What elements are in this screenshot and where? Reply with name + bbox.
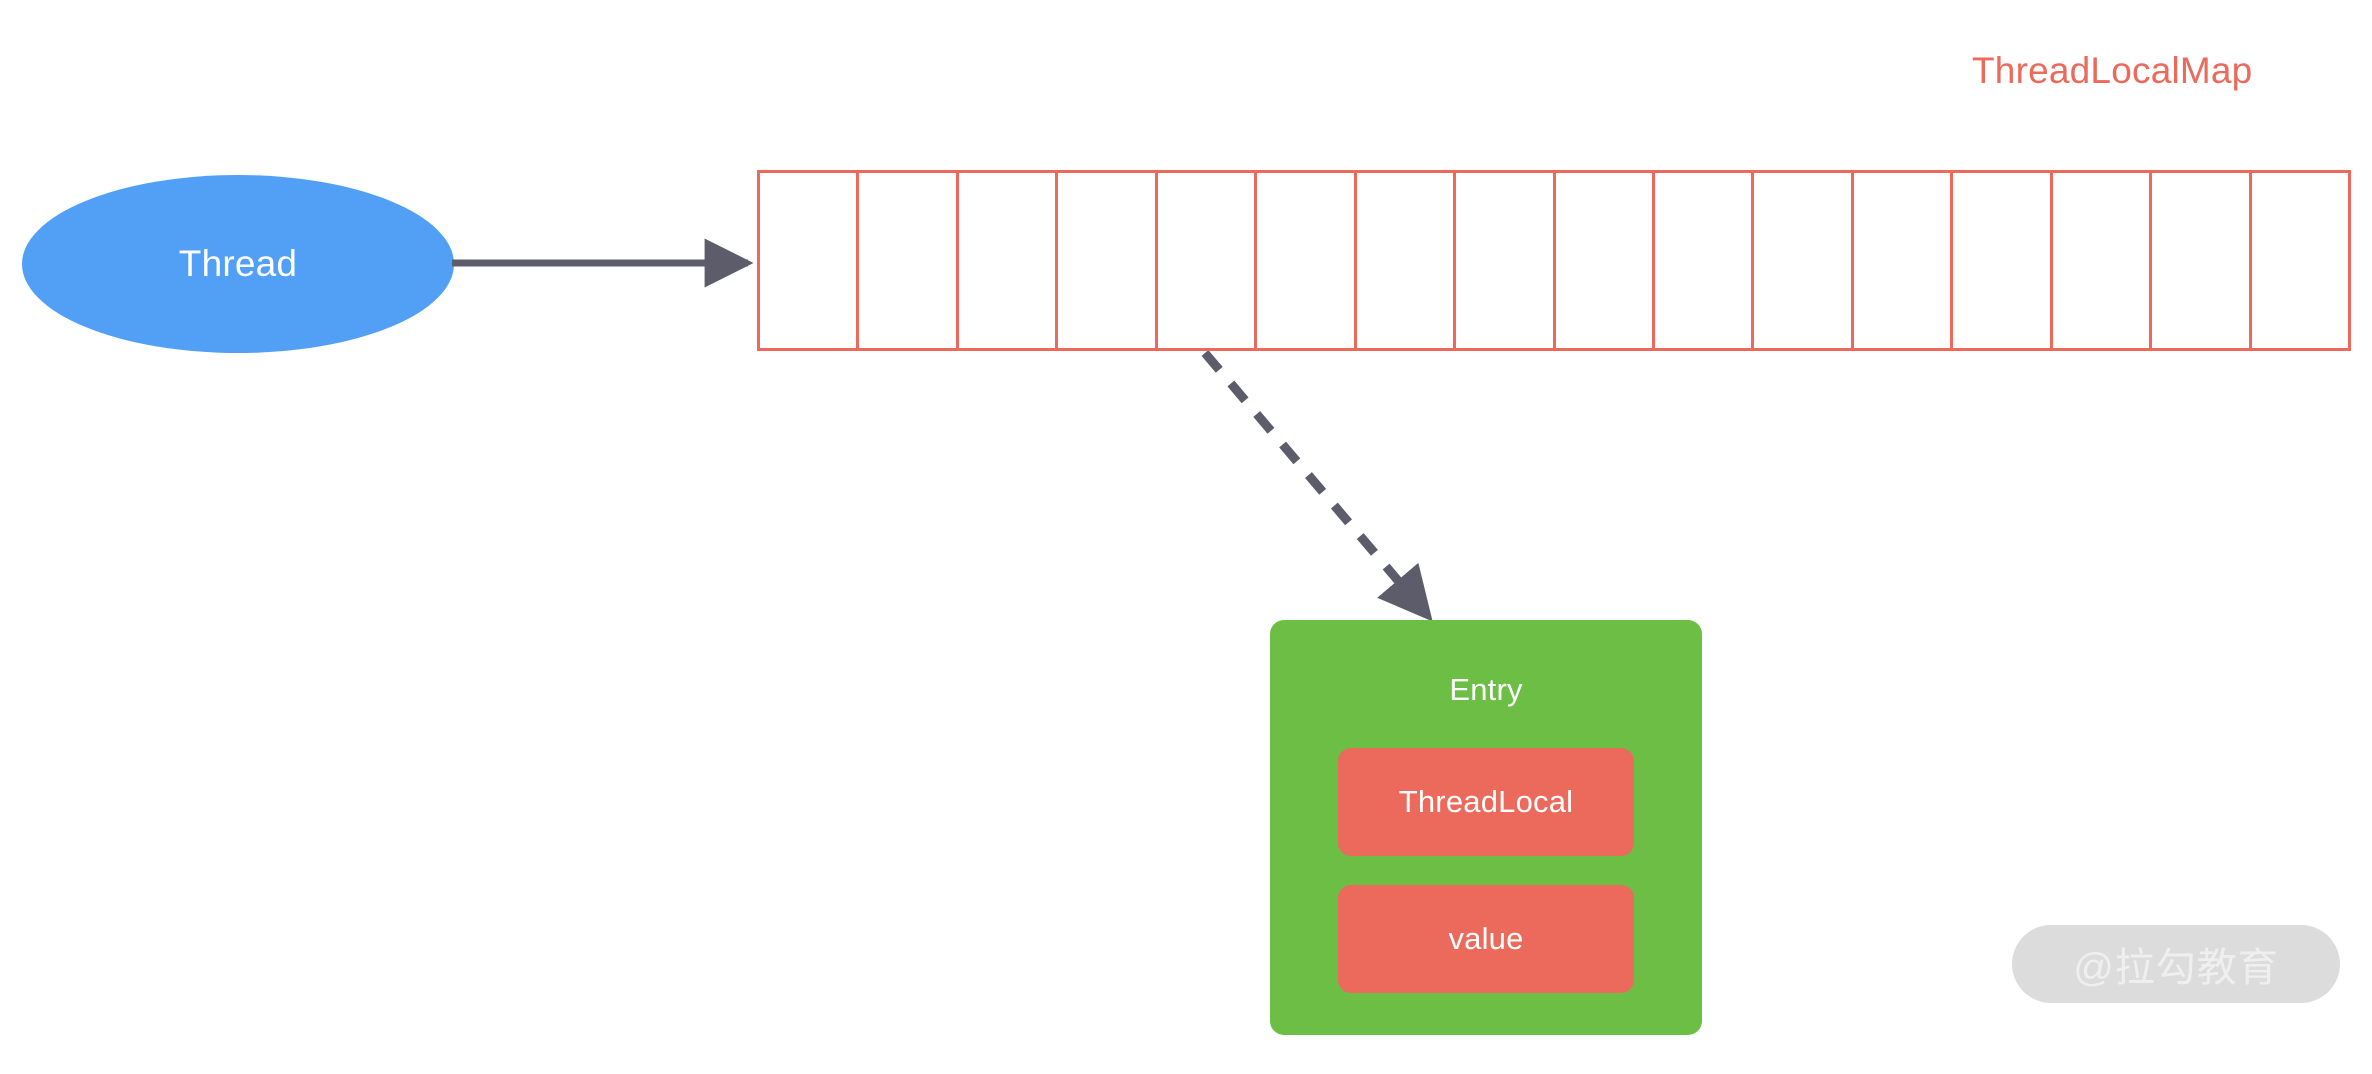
slot-cell[interactable]	[1754, 173, 1854, 348]
slot-cell[interactable]	[2251, 173, 2348, 348]
entry-node[interactable]: Entry ThreadLocal value	[1270, 620, 1702, 1035]
watermark-badge: @拉勾教育	[2012, 925, 2340, 1003]
entry-field-value-label: value	[1448, 921, 1524, 956]
slot-cell[interactable]	[2052, 173, 2153, 348]
slot-cell[interactable]	[958, 173, 1059, 348]
edge-slot-to-entry	[1201, 350, 1433, 622]
slot-cell[interactable]	[1058, 173, 1158, 348]
thread-node-label: Thread	[178, 243, 298, 284]
thread-node[interactable]: Thread	[22, 175, 454, 353]
slot-cell[interactable]	[1456, 173, 1556, 348]
threadlocalmap-slot-array[interactable]	[757, 170, 2351, 351]
entry-field-value[interactable]: value	[1338, 885, 1634, 993]
slot-cell[interactable]	[1953, 173, 2053, 348]
slot-cell[interactable]	[1356, 173, 1457, 348]
watermark-label: @拉勾教育	[2073, 946, 2279, 990]
slot-cell[interactable]	[1257, 173, 1357, 348]
entry-field-threadlocal-label: ThreadLocal	[1398, 784, 1574, 819]
slot-cell[interactable]	[2152, 173, 2252, 348]
entry-field-threadlocal[interactable]: ThreadLocal	[1338, 748, 1634, 856]
entry-node-title: Entry	[1449, 672, 1523, 707]
slot-cell[interactable]	[760, 173, 860, 348]
slot-cell[interactable]	[1555, 173, 1655, 348]
slot-cell[interactable]	[859, 173, 959, 348]
slot-cell[interactable]	[1853, 173, 1954, 348]
slot-cell[interactable]	[1654, 173, 1755, 348]
slot-cell[interactable]	[1157, 173, 1258, 348]
threadlocalmap-title: ThreadLocalMap	[1972, 50, 2253, 91]
